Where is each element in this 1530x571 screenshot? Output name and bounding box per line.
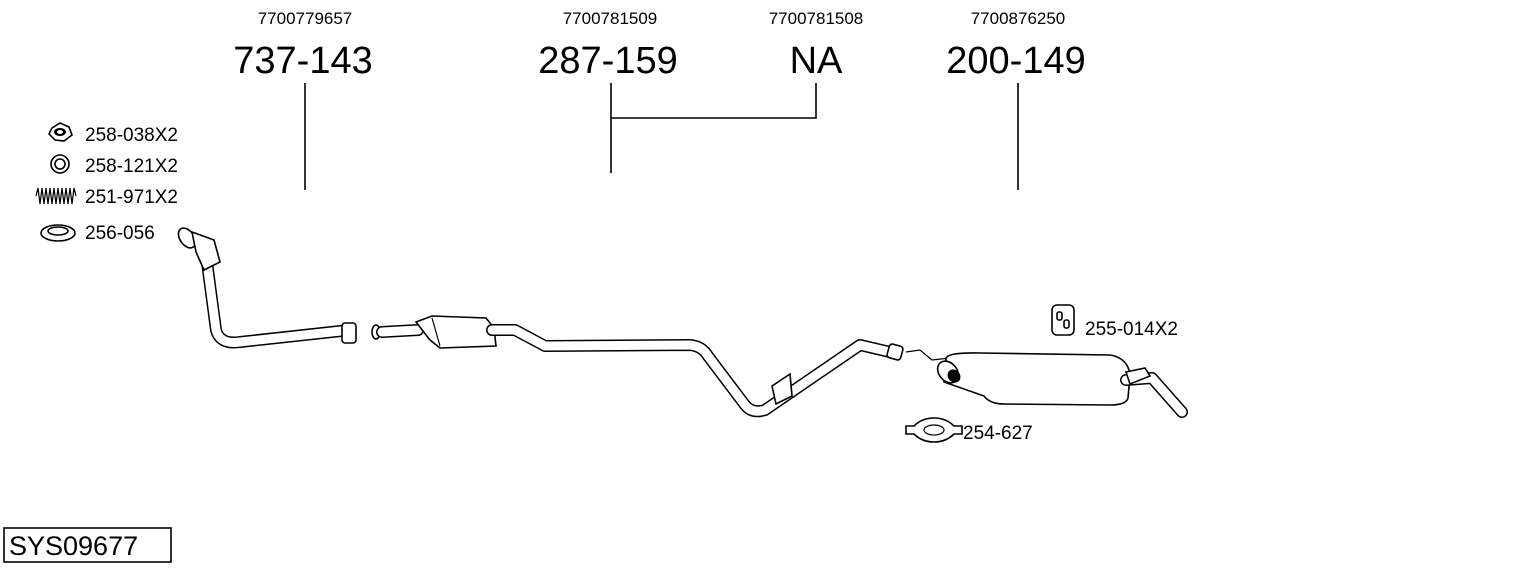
pipe-clamp-icon [905, 417, 963, 443]
accessory-label-1: 258-038X2 [85, 125, 178, 146]
system-code-box [3, 527, 172, 563]
accessory-label-5: 255-014X2 [1085, 319, 1178, 340]
part-number-1: 737-143 [233, 40, 372, 82]
spring-icon [35, 187, 77, 205]
washer-icon [50, 154, 70, 174]
oe-number-2: 7700781509 [563, 9, 658, 28]
oe-number-1: 7700779657 [258, 9, 353, 28]
part-number-3: NA [790, 40, 843, 82]
part-number-4: 200-149 [946, 40, 1085, 82]
part-number-2: 287-159 [538, 40, 677, 82]
rubber-hanger-icon [1051, 304, 1075, 336]
gasket-ring-icon [40, 224, 76, 242]
leader-line-3 [611, 83, 817, 119]
oe-number-3: 7700781508 [769, 9, 864, 28]
accessory-label-3: 251-971X2 [85, 187, 178, 208]
nut-icon [48, 122, 73, 142]
accessory-label-2: 258-121X2 [85, 156, 178, 177]
oe-number-4: 7700876250 [971, 9, 1066, 28]
accessory-label-4: 256-056 [85, 223, 155, 244]
intermediate-pipe [371, 315, 904, 418]
accessory-label-6: 254-627 [963, 423, 1033, 444]
front-pipe [177, 227, 357, 349]
system-code: SYS09677 [9, 531, 138, 561]
rear-silencer [905, 349, 1188, 418]
